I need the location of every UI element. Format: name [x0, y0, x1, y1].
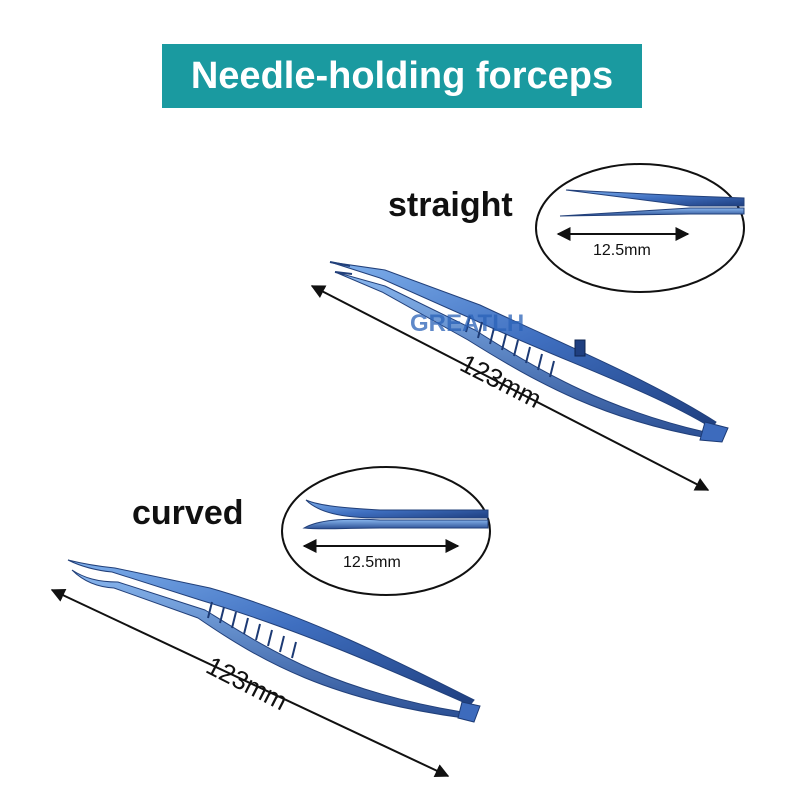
curved-tip-upper-jaw — [305, 499, 489, 519]
curved-tip-length: 12.5mm — [343, 554, 401, 571]
straight-forceps-lock — [574, 339, 586, 357]
brand-watermark: GREATLH — [410, 310, 524, 337]
curved-length-dimension-line — [50, 589, 450, 777]
straight-tip-upper-jaw — [565, 189, 745, 207]
title-banner: Needle-holding forceps — [162, 44, 642, 108]
straight-tip-zoom: 12.5mm — [535, 163, 745, 293]
curved-forceps-spring-end — [457, 701, 481, 723]
curved-tip-lower-jaw — [302, 518, 489, 530]
curved-label: curved — [132, 494, 244, 532]
curved-tip-zoom: 12.5mm — [281, 466, 491, 596]
page-title: Needle-holding forceps — [190, 54, 614, 97]
straight-label: straight — [388, 186, 513, 224]
straight-tip-length: 12.5mm — [593, 242, 651, 259]
straight-forceps-spring-end — [699, 421, 729, 443]
straight-length-dimension-line — [310, 285, 710, 491]
straight-forceps-lower-arm — [334, 271, 709, 439]
straight-tip-lower-jaw — [559, 207, 745, 217]
